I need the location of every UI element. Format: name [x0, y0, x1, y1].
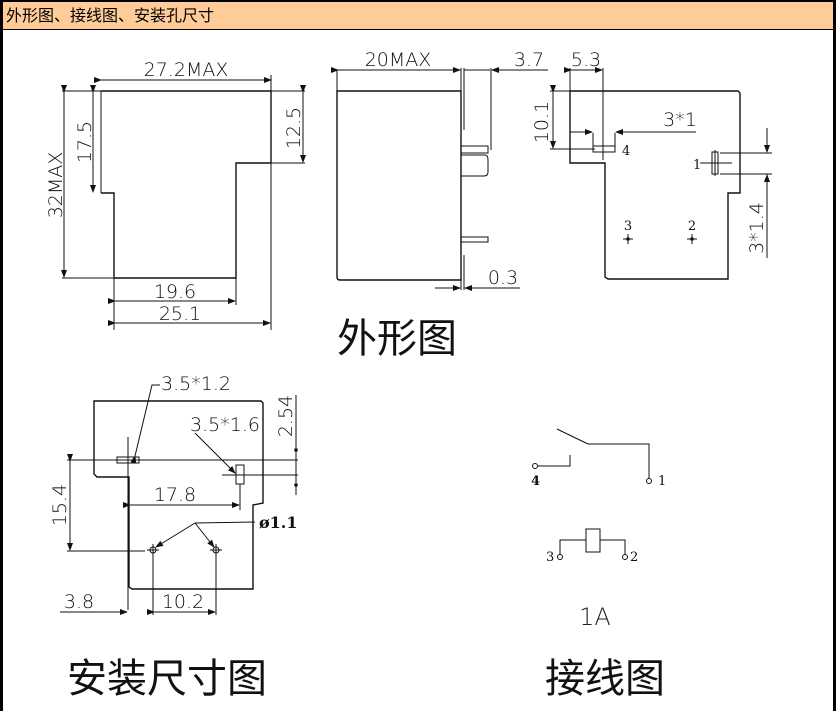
- wiring-pin-label-3: 3: [546, 550, 554, 565]
- dim-pin-offset-x-label: 5.3: [571, 49, 601, 71]
- dim-pin-size-label: 3*1: [663, 109, 697, 131]
- front-outline: [101, 90, 272, 279]
- dim-left-offset-label: 3.8: [64, 591, 94, 613]
- dim-width-label: 27.2MAX: [144, 59, 229, 81]
- dim-right-step-label: 12.5: [283, 107, 305, 149]
- side-view: 20MAX 3.7 0.3: [331, 49, 548, 291]
- slot-left-size-label: 3.5*1.2: [161, 373, 231, 395]
- pin-4-slot: [592, 145, 616, 153]
- wiring-view-caption: 接线图: [545, 656, 665, 702]
- pin-2-mark: [687, 234, 697, 244]
- wiring-pin-label-2: 2: [630, 550, 638, 565]
- wiring-pin-label-4: 4: [531, 474, 540, 489]
- side-outline: [336, 90, 462, 281]
- wiring-view: 4 1 3 2 1A: [531, 428, 666, 631]
- dim-pin-size-side-label: 3*1.4: [746, 202, 768, 254]
- pin-3-mark: [623, 234, 633, 244]
- pin-label-4: 4: [622, 144, 630, 159]
- mounting-view-caption: 安装尺寸图: [67, 656, 267, 702]
- contact-type-label: 1A: [579, 603, 611, 631]
- bottom-view: 5.3 10.1 4 3*1 1 3*1.4 3: [531, 49, 772, 280]
- mounting-outline: [93, 400, 264, 590]
- title-bar: 外形图、接线图、安装孔尺寸: [3, 2, 833, 30]
- wiring-pin-label-1: 1: [658, 474, 666, 489]
- dim-hole-spacing-label: 10.2: [162, 591, 204, 613]
- dim-height-label: 32MAX: [45, 152, 67, 219]
- dim-width-span-label: 17.8: [154, 484, 196, 506]
- page-title: 外形图、接线图、安装孔尺寸: [6, 6, 215, 25]
- dim-height-span-label: 15.4: [49, 484, 71, 526]
- dim-bottom-width-label: 25.1: [159, 303, 201, 325]
- pin-label-2: 2: [688, 219, 696, 234]
- outline-view-caption: 外形图: [337, 316, 457, 362]
- bottom-outline: [569, 90, 741, 280]
- pin-label-1: 1: [693, 158, 701, 173]
- mounting-view: 3.5*1.2 3.5*1.6 2.54 17.8 15.4: [49, 373, 298, 615]
- front-view: 27.2MAX 32MAX 17.5 12.5 19.6 25.1: [45, 59, 306, 330]
- pin-label-3: 3: [624, 219, 632, 234]
- dim-pin-thickness-label: 0.3: [488, 267, 518, 289]
- slot-right-size-label: 3.5*1.6: [190, 414, 260, 436]
- dim-pin-length-label: 3.7: [514, 49, 544, 71]
- hole-diameter-label: ø1.1: [259, 513, 298, 532]
- dim-inner-width-label: 19.6: [154, 281, 196, 303]
- dim-depth-label: 20MAX: [365, 49, 432, 71]
- coil-symbol: [585, 528, 601, 553]
- dim-offset-small-label: 2.54: [275, 395, 297, 437]
- dim-left-step-label: 17.5: [74, 121, 96, 163]
- dim-pin-offset-y-label: 10.1: [531, 101, 553, 143]
